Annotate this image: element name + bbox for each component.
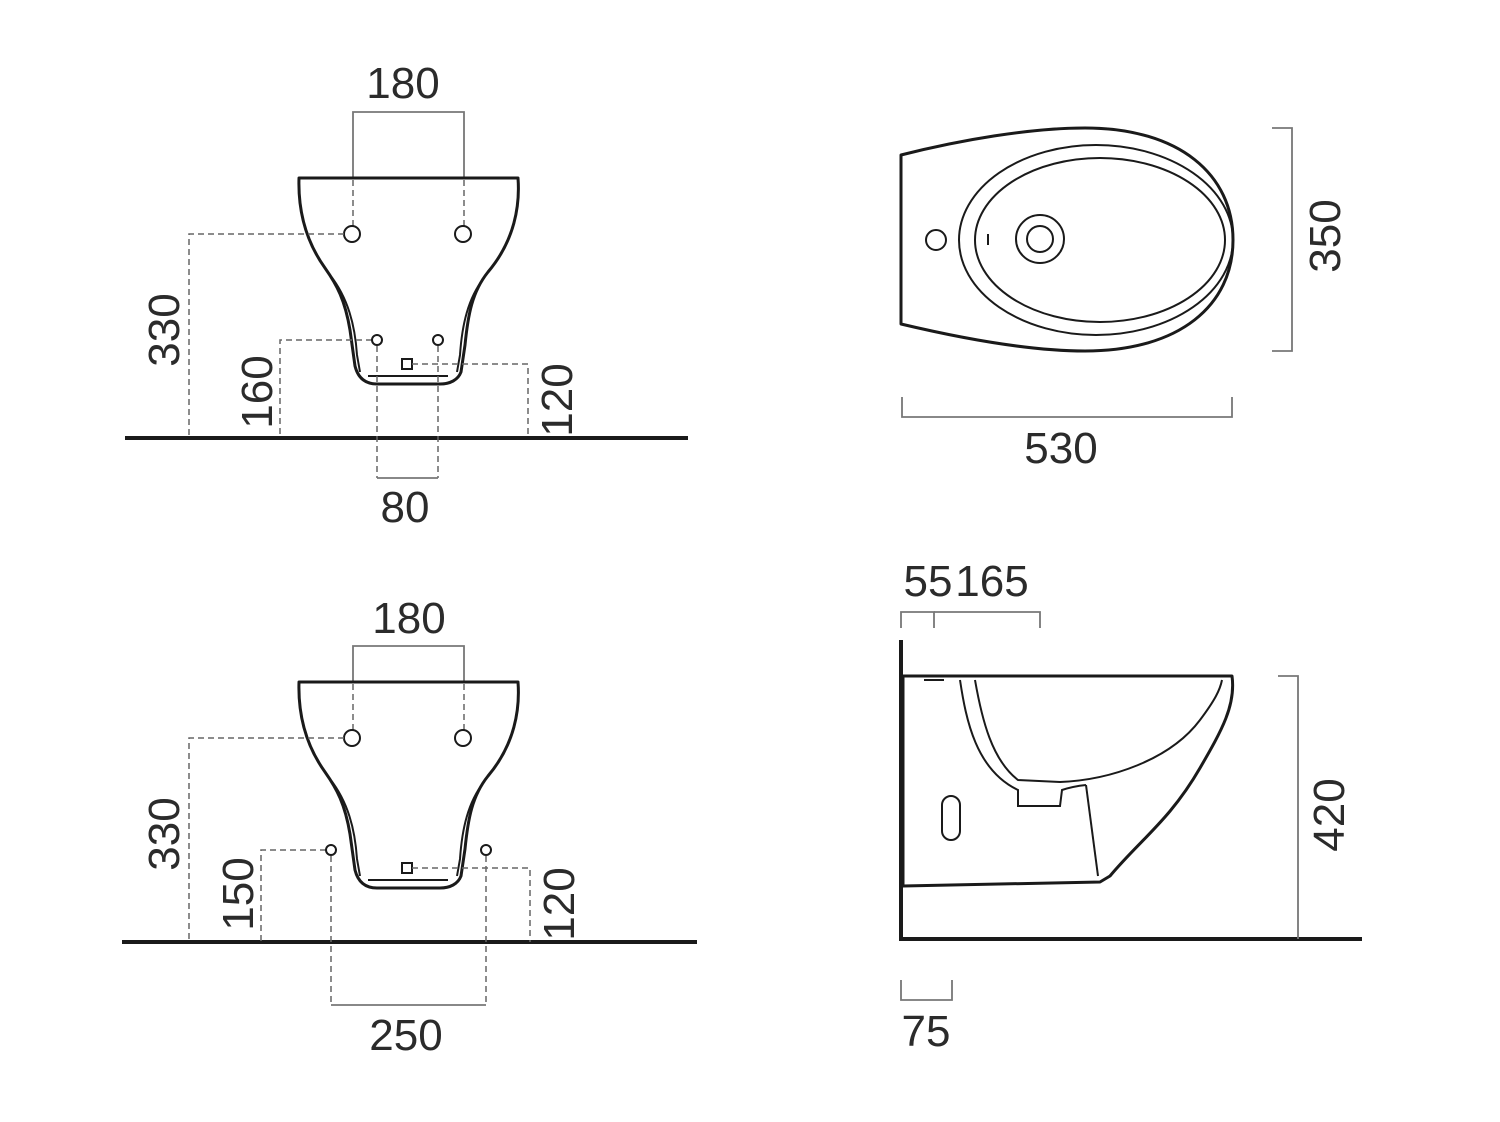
dim-bracket-waste-height <box>412 363 529 438</box>
side-fixing-slot <box>941 795 961 841</box>
front-view-b: 180 330 150 120 250 <box>122 594 697 1060</box>
supply-fitting-left <box>325 844 337 856</box>
fixing-hole-right <box>454 729 472 747</box>
dim-bracket-length <box>901 397 1233 418</box>
dim-label-top-holes: 180 <box>366 59 439 108</box>
top-view: 530 350 <box>899 126 1350 473</box>
supply-fitting-left <box>371 334 383 346</box>
fixing-hole-left <box>343 729 361 747</box>
waste-fitting <box>401 358 413 370</box>
bowl-rim-outer <box>958 144 1234 336</box>
dim-bracket-offset-a <box>900 611 935 628</box>
fixing-hole-left <box>343 225 361 243</box>
dim-label-supply-height: 150 <box>214 857 263 930</box>
dim-label-supply-height: 160 <box>233 355 282 428</box>
dim-label-fixing-height: 330 <box>140 293 189 366</box>
bidet-inner-shade-left <box>329 778 361 877</box>
bidet-inner-shade-right <box>456 781 485 877</box>
dim-label-supply-spacing: 80 <box>381 483 430 532</box>
dim-label-fixing-height: 330 <box>140 797 189 870</box>
waste-outlet-outer <box>1015 214 1065 264</box>
dim-label-top-holes: 180 <box>372 594 445 643</box>
dim-label-width: 350 <box>1301 199 1350 272</box>
dim-label-waste-offset: 75 <box>902 1007 951 1056</box>
supply-fitting-right <box>432 334 444 346</box>
bidet-inner-shade-left <box>329 274 361 373</box>
bowl-rim-inner <box>974 157 1226 323</box>
waste-fitting <box>401 862 413 874</box>
waste-outlet-inner <box>1026 225 1054 253</box>
bowl-wall-inner <box>959 679 1087 807</box>
dim-bracket-top-holes <box>352 645 465 684</box>
dim-label-offset-b: 165 <box>955 557 1028 606</box>
dim-label-supply-spacing: 250 <box>369 1011 442 1060</box>
bidet-front-outline <box>297 176 520 386</box>
dim-bracket-top-holes <box>352 111 465 180</box>
dim-bracket-waste-offset <box>900 980 953 1001</box>
dim-bracket-fixing-height <box>188 737 344 942</box>
bowl-inner-curve <box>974 679 1223 784</box>
dim-label-offset-a: 55 <box>904 557 953 606</box>
dim-bracket-height <box>1278 675 1299 939</box>
dim-bracket-supply-height <box>279 339 372 438</box>
dim-label-length: 530 <box>1024 424 1097 473</box>
bowl-outer-wall <box>1085 784 1099 877</box>
dim-bracket-supply-height <box>260 849 326 942</box>
dim-label-waste-height: 120 <box>535 867 584 940</box>
front-view-a: 180 330 160 120 80 <box>125 59 688 532</box>
supply-fitting-right <box>480 844 492 856</box>
dim-label-height: 420 <box>1305 778 1354 851</box>
fixing-hole-right <box>454 225 472 243</box>
dim-bracket-fixing-height <box>188 233 344 438</box>
side-view: 55 165 420 75 <box>899 557 1362 1056</box>
dim-label-waste-height: 120 <box>533 363 582 436</box>
dim-bracket-width <box>1272 127 1293 352</box>
dim-bracket-offset-b <box>934 611 1041 628</box>
tap-hole <box>925 229 947 251</box>
bidet-inner-shade-right <box>456 277 485 373</box>
